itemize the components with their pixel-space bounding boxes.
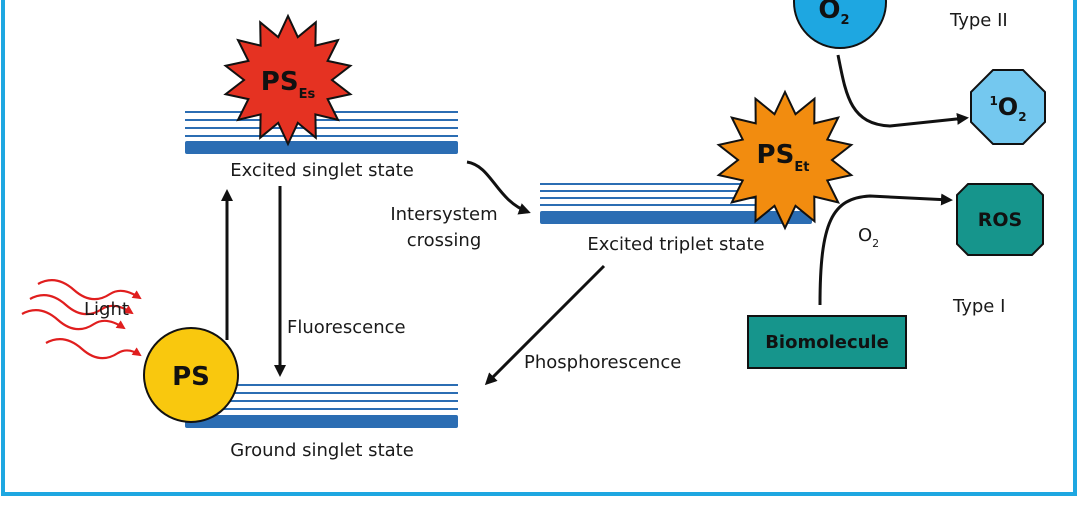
svg-text:PSEt: PSEt (757, 140, 810, 175)
o2-sub: 2 (841, 13, 850, 28)
ground-singlet-label: Ground singlet state (230, 440, 414, 461)
o2-small-label: O (858, 225, 872, 246)
excited-singlet-label: Excited singlet state (230, 160, 414, 181)
type-ii-arrow (836, 54, 969, 128)
ps-et-sub: Et (794, 160, 809, 175)
singlet-o2-sup: 1 (989, 94, 997, 108)
singlet-o2-text: O (998, 93, 1018, 121)
svg-text:1O2: 1O2 (989, 93, 1026, 124)
light-label: Light (84, 299, 129, 320)
biomolecule-text: Biomolecule (765, 332, 889, 353)
intersystem-label-2: crossing (407, 230, 482, 251)
singlet-o2-sub: 2 (1018, 110, 1026, 124)
type-ii-label: Type II (949, 10, 1008, 31)
diagram-frame (1, 0, 1077, 496)
ps-text: PS (172, 362, 210, 392)
excited-triplet-label: Excited triplet state (587, 234, 764, 255)
phosphorescence-label: Phosphorescence (524, 352, 681, 373)
ps-et-star-icon: PSEt (716, 89, 854, 231)
ps-sun-icon: PS (143, 327, 239, 423)
ps-es-sub: Es (299, 87, 316, 102)
excited-singlet-levels (185, 111, 458, 154)
type-i-label: Type I (952, 296, 1005, 317)
type-i-arrow (818, 193, 953, 306)
phosphorescence-arrow (484, 264, 606, 386)
svg-text:O2: O2 (818, 0, 849, 28)
light-wave-icon (21, 279, 142, 360)
ps-et-text: PS (757, 140, 795, 170)
svg-text:O2: O2 (858, 225, 879, 250)
o2-circle-icon: O2 (793, 0, 887, 49)
ps-es-text: PS (261, 67, 299, 97)
ps-es-star-icon: PSEs (223, 13, 353, 147)
ros-text: ROS (978, 209, 1022, 231)
o2-text: O (818, 0, 840, 25)
biomolecule-box: Biomolecule (747, 315, 907, 369)
ros-box: ROS (956, 183, 1044, 256)
intersystem-arrow (466, 160, 531, 215)
intersystem-label-1: Intersystem (390, 204, 497, 225)
fluorescence-label: Fluorescence (287, 317, 406, 338)
singlet-oxygen-octagon-icon: 1O2 (970, 69, 1046, 145)
svg-text:PSEs: PSEs (261, 67, 316, 102)
o2-small-sub: 2 (872, 237, 879, 250)
